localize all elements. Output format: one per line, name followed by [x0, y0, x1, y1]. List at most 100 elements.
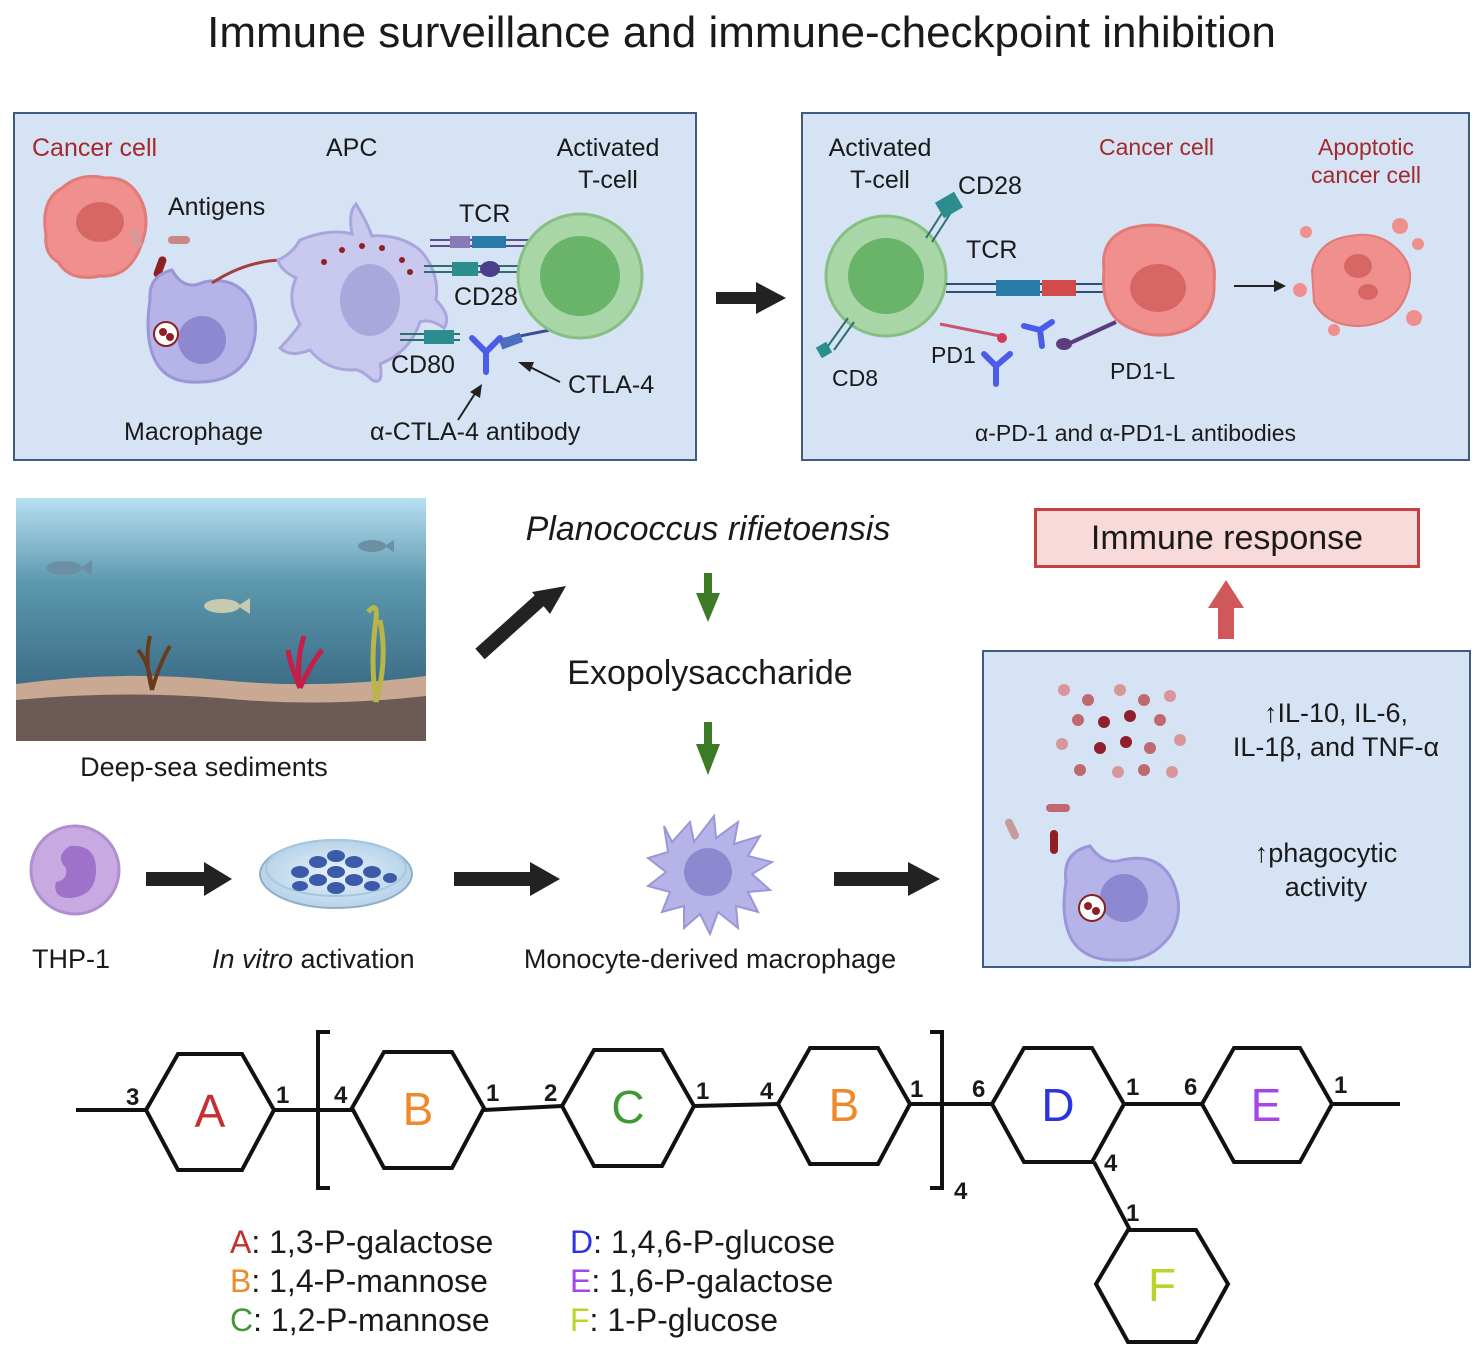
panel-transition-arrow: [716, 282, 786, 314]
tcell-label-1: T-cell: [578, 166, 638, 194]
green-arrows: [696, 573, 720, 775]
phagocytic-macrophage: [1005, 804, 1180, 962]
residue-b2: B: [828, 1079, 860, 1131]
apoptotic-cell-illustration: [1293, 218, 1424, 336]
legend-text-b: : 1,4-P-mannose: [251, 1263, 488, 1299]
species-label: Planococcus rifietoensis: [525, 510, 891, 548]
legend-letter-d: D: [570, 1224, 594, 1260]
legend-d: D: 1,4,6-P-glucose: [570, 1224, 835, 1261]
pipeline-arrow-3: [834, 862, 940, 896]
legend-letter-b: B: [230, 1263, 252, 1299]
repeat-count: 4: [954, 1178, 968, 1205]
activated-label-2: Activated: [828, 134, 932, 162]
cytokines-line-1: ↑IL-10, IL-6,: [1263, 698, 1409, 728]
apc-label: APC: [326, 134, 378, 162]
pd1l-label: PD1-L: [1110, 358, 1176, 384]
figure-title: Immune surveillance and immune-checkpoin…: [207, 8, 1276, 57]
legend-text-e: : 1,6-P-galactose: [591, 1263, 834, 1299]
link-d-6: 6: [972, 1076, 986, 1103]
legend-letter-a: A: [230, 1224, 252, 1260]
legend-b: B: 1,4-P-mannose: [230, 1263, 488, 1300]
pd1-antibody-glyphs: [981, 319, 1117, 387]
residue-f: F: [1147, 1259, 1177, 1311]
legend-f: F: 1-P-glucose: [570, 1302, 778, 1339]
in-vitro-label: In vitro activation: [212, 944, 415, 975]
legend-letter-e: E: [570, 1263, 592, 1299]
cancer-cell-illustration: [43, 174, 148, 279]
pd1-antibodies-label: α-PD-1 and α-PD1-L antibodies: [974, 420, 1297, 446]
legend-text-c: : 1,2-P-mannose: [253, 1302, 490, 1338]
pipeline-arrow-1: [146, 862, 232, 896]
monocyte-label: Monocyte-derived macrophage: [523, 944, 897, 974]
cytokines-line-2: IL-1β, and TNF-α: [1232, 732, 1440, 762]
link-b1-1: 1: [486, 1080, 500, 1107]
macrophage-illustration: [146, 268, 257, 384]
link-a-1: 1: [276, 1082, 290, 1109]
residue-c: C: [611, 1081, 645, 1133]
cd28-label-right: CD28: [958, 172, 1022, 200]
pd1-label: PD1: [931, 342, 976, 368]
legend-letter-c: C: [230, 1302, 254, 1338]
link-d-1: 1: [1126, 1074, 1140, 1101]
link-e-6: 6: [1184, 1074, 1198, 1101]
tcell-illustration-left: [516, 212, 644, 340]
deep-sea-scene: [16, 498, 426, 741]
cancer-cell-label: Cancer cell: [32, 134, 158, 162]
residue-b1: B: [402, 1083, 434, 1135]
tcell-illustration-right: [815, 191, 1110, 359]
residue-a: A: [194, 1085, 226, 1137]
exopolysaccharide-label: Exopolysaccharide: [567, 654, 853, 692]
link-e-1: 1: [1334, 1072, 1348, 1099]
cancer-cell-illustration-right: [1101, 223, 1216, 337]
cd8-label: CD8: [832, 365, 879, 391]
thin-arrow-right: [1234, 280, 1286, 292]
cytokine-dots: [1056, 684, 1186, 778]
receptor-pairs: [400, 236, 551, 350]
apc-illustration: [276, 201, 449, 383]
activated-label-1: Activated: [556, 134, 660, 162]
legend-text-d: : 1,4,6-P-glucose: [593, 1224, 836, 1260]
link-b1-4: 4: [334, 1082, 348, 1109]
in-vitro-rest: activation: [293, 944, 415, 974]
sediments-label: Deep-sea sediments: [80, 752, 328, 782]
cd28-label-left: CD28: [454, 283, 518, 311]
phagocytic-line-2: activity: [1284, 872, 1368, 902]
thp1-cell: [29, 824, 121, 916]
polysaccharide-structure: [76, 1030, 1400, 1344]
legend-letter-f: F: [570, 1302, 590, 1338]
ctla4-label: CTLA-4: [568, 371, 655, 399]
link-c-1: 1: [696, 1078, 710, 1105]
pointer-arrows-left: [457, 362, 561, 421]
petri-dish: [259, 839, 413, 909]
link-b2-4: 4: [760, 1078, 774, 1105]
residue-d: D: [1041, 1079, 1075, 1131]
link-c-2: 2: [544, 1080, 558, 1107]
legend-c: C: 1,2-P-mannose: [230, 1302, 490, 1339]
link-a-3: 3: [126, 1084, 140, 1111]
legend-text-f: : 1-P-glucose: [589, 1302, 779, 1338]
residue-e: E: [1250, 1079, 1282, 1131]
diagonal-black-arrow: [475, 586, 566, 660]
in-vitro-italic: In vitro: [212, 944, 294, 974]
apoptotic-label-1: Apoptotic: [1318, 134, 1414, 160]
ctla4-antibody-glyph: [469, 335, 503, 375]
link-f-1: 1: [1126, 1200, 1140, 1227]
apoptotic-label-2: cancer cell: [1311, 162, 1421, 188]
tcr-label-right: TCR: [966, 236, 1018, 264]
monocyte-derived-macrophage-cell: [645, 813, 775, 937]
link-d-4: 4: [1104, 1150, 1118, 1177]
ctla4-antibody-label: α-CTLA-4 antibody: [370, 418, 581, 446]
tcr-label-left: TCR: [459, 200, 511, 228]
tcell-label-2: T-cell: [850, 166, 910, 194]
cancer-cell-label-right: Cancer cell: [1099, 134, 1215, 160]
cd80-label: CD80: [391, 351, 455, 379]
legend-e: E: 1,6-P-galactose: [570, 1263, 833, 1300]
macrophage-label: Macrophage: [124, 418, 263, 446]
link-b2-1: 1: [910, 1076, 924, 1103]
antigens-label: Antigens: [168, 193, 266, 221]
legend-a: A: 1,3-P-galactose: [230, 1224, 493, 1261]
thp1-label: THP-1: [32, 944, 111, 974]
pipeline-arrow-2: [454, 862, 560, 896]
red-up-arrow: [1208, 580, 1244, 639]
